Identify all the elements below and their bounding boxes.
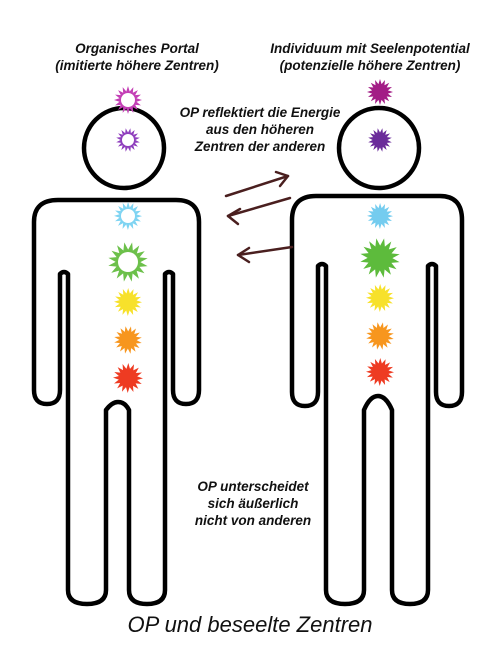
ensouled-individual-heart-center (360, 238, 400, 278)
ensouled-individual-solar-plexus-core (371, 289, 389, 307)
ensouled-individual-third-eye-center (368, 128, 392, 152)
arrow-to-right-upper (224, 170, 290, 198)
organic-portal-third-eye-center (116, 128, 140, 152)
left-title-line-1: Organisches Portal (75, 41, 199, 56)
arrow-to-left-lower (236, 245, 294, 264)
organic-portal-root-core (119, 369, 137, 387)
reflection-line-1: OP reflektiert die Energie (179, 105, 341, 120)
right-title-line-2: (potenzielle höhere Zentren) (279, 58, 461, 73)
appearance-line-1: OP unterscheidet (197, 479, 309, 494)
organic-portal-root-center (113, 363, 143, 393)
right-body-outline (289, 193, 465, 607)
ensouled-individual-sacral-center (366, 322, 394, 350)
ensouled-individual-solar-plexus-center (366, 284, 394, 312)
ensouled-individual-root-center (366, 358, 394, 386)
organic-portal-solar-plexus-core (119, 293, 137, 311)
ensouled-individual-heart-core (368, 246, 392, 270)
left-title-line-2: (imitierte höhere Zentren) (55, 58, 219, 73)
left-figure (31, 105, 202, 607)
ensouled-individual-crown-center (367, 79, 393, 105)
right-title-line-1: Individuum mit Seelenpotential (270, 41, 470, 56)
arrow-to-left-middle (226, 196, 292, 226)
left-body-outline (31, 197, 202, 607)
ensouled-individual-root-core (371, 363, 389, 381)
organic-portal-crown-hollow (121, 93, 135, 107)
right-figure (289, 105, 465, 607)
organic-portal-crown-center (114, 86, 142, 114)
left-figure-title: Organisches Portal (imitierte höhere Zen… (22, 40, 252, 74)
ensouled-individual-third-eye-core (373, 133, 387, 147)
appearance-annotation: OP unterscheidet sich äußerlich nicht vo… (168, 478, 338, 529)
reflection-line-2: aus den höheren (205, 122, 315, 137)
ensouled-individual-throat-center (367, 203, 393, 229)
ensouled-individual-crown-core (372, 84, 388, 100)
appearance-line-2: sich äußerlich (207, 496, 299, 511)
organic-portal-sacral-center (114, 326, 142, 354)
diagram-caption: OP und beseelte Zentren (127, 612, 373, 637)
chakra-centers (108, 79, 400, 393)
arrows (224, 170, 294, 264)
organic-portal-sacral-core (119, 331, 137, 349)
organic-portal-throat-center (114, 202, 142, 230)
organic-portal-third-eye-hollow (122, 134, 134, 146)
organic-portal-solar-plexus-center (114, 288, 142, 316)
organic-portal-heart-center (108, 242, 148, 282)
ensouled-individual-throat-core (372, 208, 388, 224)
ensouled-individual-sacral-core (371, 327, 389, 345)
reflection-annotation: OP reflektiert die Energie aus den höher… (150, 104, 370, 155)
organic-portal-throat-hollow (121, 209, 135, 223)
organic-portal-heart-hollow (118, 252, 138, 272)
right-head (336, 105, 422, 191)
right-figure-title: Individuum mit Seelenpotential (potenzie… (245, 40, 495, 74)
reflection-line-3: Zentren der anderen (194, 139, 326, 154)
appearance-line-3: nicht von anderen (194, 513, 312, 528)
